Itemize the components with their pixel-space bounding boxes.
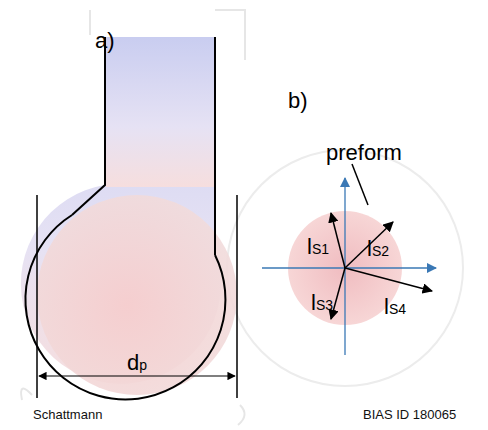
length-label: lS4 [384, 296, 406, 318]
panel-letter: a) [95, 30, 115, 52]
part-label: preform [326, 142, 402, 164]
dimension-label: dp [127, 352, 147, 374]
length-label: lS1 [307, 236, 329, 258]
length-label: lS3 [311, 292, 333, 314]
panel-letter: b) [288, 90, 308, 112]
credit-note: BIAS ID 180065 [363, 408, 456, 421]
credit-note: Schattmann [33, 408, 102, 421]
length-label: lS2 [367, 238, 389, 260]
